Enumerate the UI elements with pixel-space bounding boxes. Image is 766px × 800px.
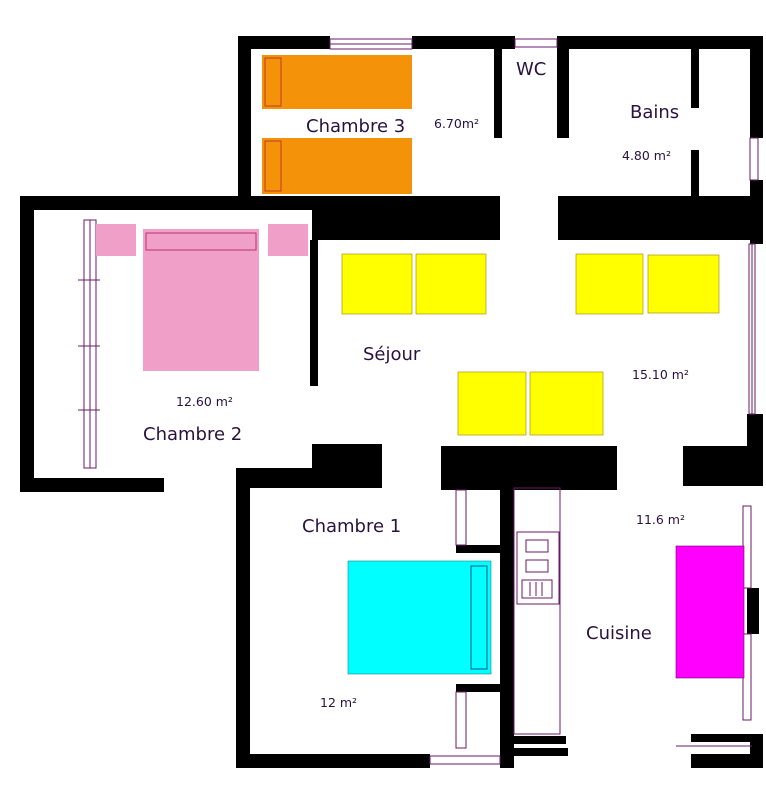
pillow [264, 57, 282, 107]
room-name-cuisine: Cuisine [586, 623, 652, 644]
wall [236, 468, 382, 488]
wall [557, 36, 569, 138]
stove [521, 579, 553, 599]
sink [516, 531, 560, 605]
kitchen-counter [513, 487, 561, 735]
furniture [96, 55, 745, 679]
bed [262, 138, 412, 194]
sofa-seat [415, 253, 487, 315]
wall [236, 468, 250, 768]
wall [514, 736, 566, 744]
room-area-cuisine: 11.6 m² [636, 512, 685, 527]
room-name-chambre3: Chambre 3 [306, 116, 405, 137]
room-name-chambre1: Chambre 1 [302, 516, 401, 537]
sofa-seat [457, 371, 527, 436]
wall [683, 446, 753, 486]
room-area-chambre1: 12 m² [320, 695, 357, 710]
wall [691, 754, 763, 768]
wall [441, 446, 617, 490]
window [514, 38, 558, 48]
bed [262, 55, 412, 109]
wall [20, 196, 312, 210]
sink-basin [525, 539, 549, 553]
wall [494, 36, 502, 138]
room-name-sejour: Séjour [363, 344, 421, 365]
wall [750, 36, 763, 138]
window [749, 137, 759, 181]
pillow [145, 232, 257, 251]
room-area-bains: 4.80 m² [622, 148, 671, 163]
bed [143, 229, 259, 371]
sink-basin [525, 559, 549, 573]
pillow [470, 565, 488, 670]
wall [500, 748, 568, 756]
room-area-chambre2: 12.60 m² [176, 394, 233, 409]
wall [456, 684, 502, 692]
wall [312, 196, 490, 240]
wall [691, 734, 761, 742]
wall [456, 545, 502, 553]
wall [238, 36, 251, 206]
room-area-chambre3: 6.70m² [434, 116, 479, 131]
wall [750, 734, 763, 768]
walls [20, 36, 763, 768]
wall [747, 588, 759, 634]
window [429, 755, 501, 765]
wall [691, 48, 699, 108]
windows [78, 38, 759, 765]
wall [310, 240, 318, 386]
door-frame [455, 489, 467, 546]
wall [500, 488, 514, 768]
nightstand [268, 224, 308, 256]
room-name-wc: WC [516, 59, 546, 80]
bed [347, 560, 492, 675]
wall [557, 36, 763, 49]
table [675, 545, 745, 679]
wall [747, 414, 763, 486]
room-name-chambre2: Chambre 2 [143, 424, 242, 445]
room-area-sejour: 15.10 m² [632, 367, 689, 382]
labels: Chambre 3 6.70m² WC Bains 4.80 m² 12.60 … [143, 59, 689, 710]
wall [412, 36, 515, 49]
nightstand [96, 224, 136, 256]
sofa-seat [341, 253, 413, 315]
pillow [264, 140, 282, 192]
wall [558, 196, 763, 240]
wall [238, 36, 330, 49]
wall [691, 150, 699, 200]
door-frame [455, 691, 467, 749]
wall [236, 754, 430, 768]
sofa-seat [647, 254, 720, 314]
room-name-bains: Bains [630, 102, 679, 123]
wall [490, 196, 500, 240]
wall [20, 196, 34, 492]
sofa-seat [575, 253, 644, 315]
wall [20, 478, 164, 492]
sofa-seat [529, 371, 604, 436]
